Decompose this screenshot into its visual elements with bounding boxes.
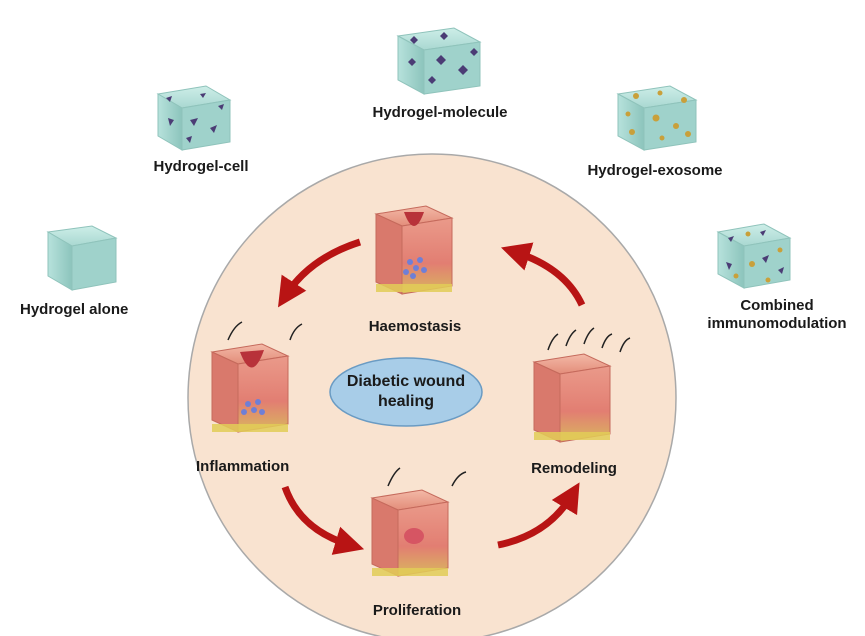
center-label: Diabetic wound healing [336, 372, 476, 412]
label-combined-line2: immunomodulation [707, 315, 847, 332]
skin-haemostasis [374, 205, 454, 295]
center-label-line1: Diabetic wound [346, 373, 466, 390]
arrow-haemostasis-to-inflammation [277, 238, 362, 308]
label-combined-line1: Combined [740, 297, 814, 314]
hydrogel-alone-cube [46, 225, 118, 291]
label-haemostasis: Haemostasis [368, 318, 462, 335]
label-inflammation: Inflammation [196, 458, 290, 475]
arrow-remodeling-to-haemostasis [501, 242, 586, 307]
hydrogel-molecule-cube [396, 27, 482, 95]
molecule-diamonds [408, 32, 478, 84]
exosome-dots [625, 90, 691, 141]
cell-triangles [166, 93, 224, 143]
skin-inflammation [210, 321, 303, 433]
label-combined-immunomodulation: Combined immunomodulation [702, 297, 852, 333]
combined-particles [726, 230, 784, 283]
center-label-line2: healing [377, 393, 434, 410]
skin-proliferation [370, 467, 467, 577]
label-proliferation: Proliferation [372, 602, 462, 619]
label-hydrogel-exosome: Hydrogel-exosome [587, 162, 723, 179]
hydrogel-combined-cube [716, 223, 792, 289]
label-hydrogel-molecule: Hydrogel-molecule [372, 104, 508, 121]
skin-remodeling [532, 327, 631, 443]
label-remodeling: Remodeling [531, 460, 617, 477]
center-ellipse [329, 357, 483, 427]
label-hydrogel-alone: Hydrogel alone [20, 301, 129, 318]
arrow-inflammation-to-proliferation [281, 485, 365, 555]
hydrogel-cell-cube [156, 85, 232, 151]
label-hydrogel-cell: Hydrogel-cell [153, 158, 249, 175]
arrow-proliferation-to-remodeling [497, 482, 580, 549]
hydrogel-exosome-cube [616, 85, 698, 151]
